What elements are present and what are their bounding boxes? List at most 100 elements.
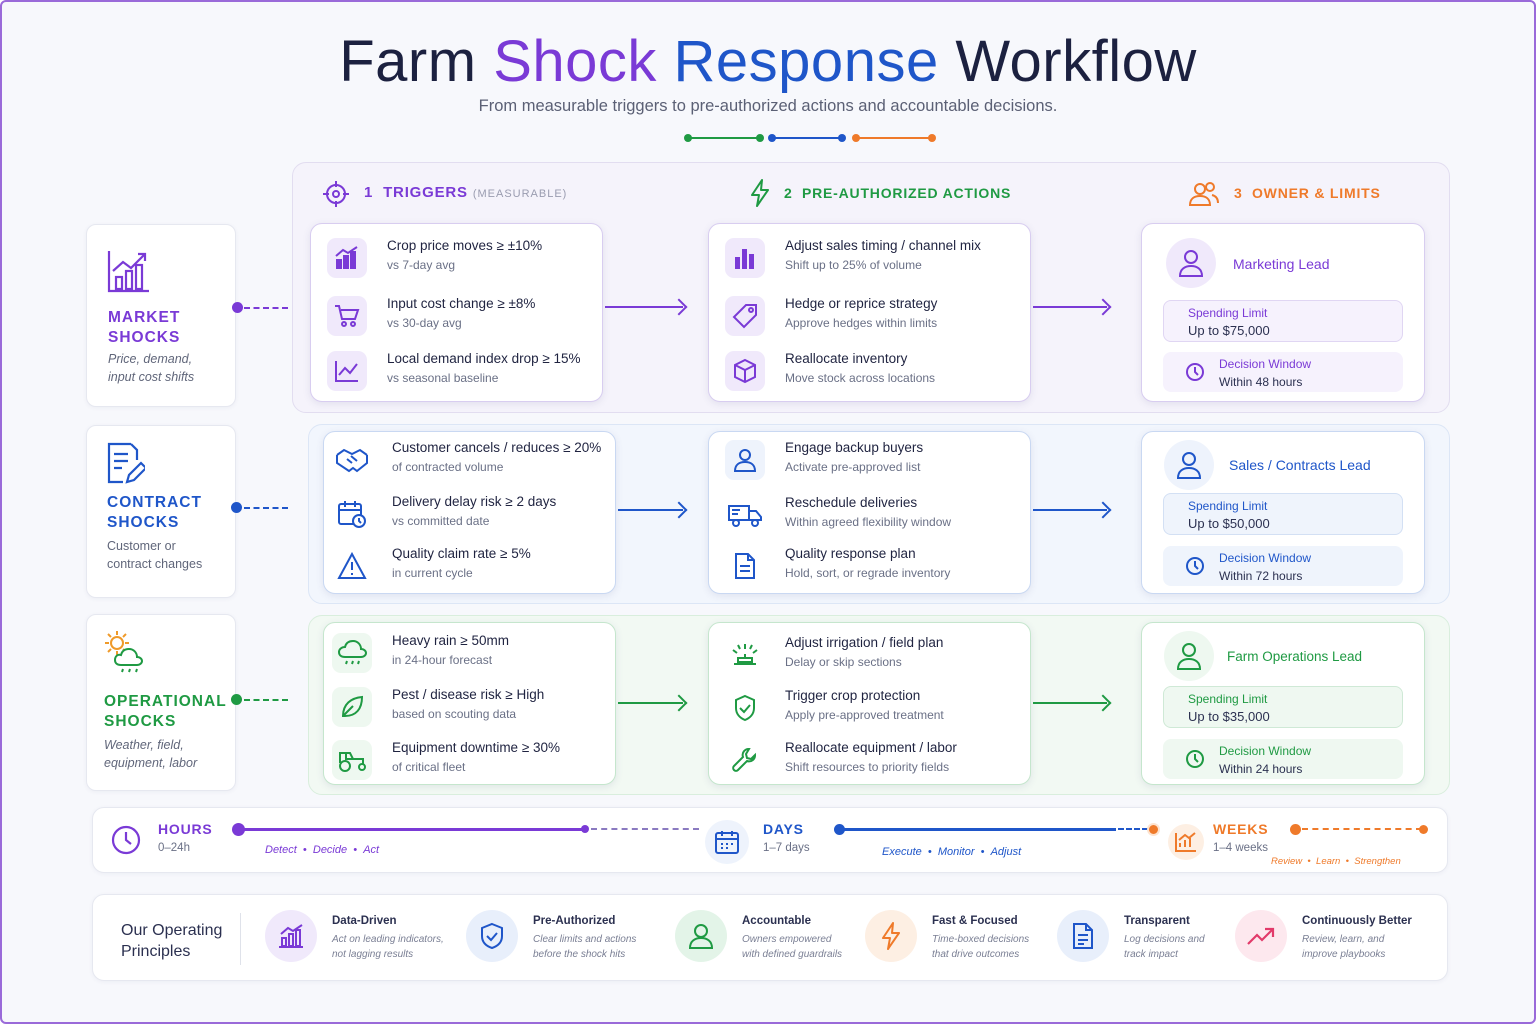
owner-name: Marketing Lead bbox=[1233, 256, 1330, 272]
divider-orange bbox=[852, 134, 936, 142]
hours-steps: Detect • Decide • Act bbox=[265, 844, 380, 856]
trigger-item: Local demand index drop ≥ 15%vs seasonal… bbox=[327, 349, 597, 397]
divider-green bbox=[684, 134, 764, 142]
owner-name: Farm Operations Lead bbox=[1227, 649, 1363, 664]
owners-header: 3 OWNER & LIMITS bbox=[1234, 185, 1381, 201]
trigger-item: Customer cancels / reduces ≥ 20%of contr… bbox=[332, 438, 612, 486]
sprinkler-icon bbox=[725, 635, 765, 675]
clock-icon bbox=[1185, 362, 1205, 387]
calendar-clock-icon bbox=[332, 494, 372, 534]
person-icon bbox=[675, 910, 727, 962]
market-triggers-card: Crop price moves ≥ ±10%vs 7-day avg Inpu… bbox=[310, 223, 603, 402]
trigger-item: Equipment downtime ≥ 30%of critical flee… bbox=[332, 738, 612, 786]
person-icon bbox=[725, 440, 765, 480]
divider-blue bbox=[768, 134, 846, 142]
actions-header: 2 PRE-AUTHORIZED ACTIONS bbox=[784, 185, 1012, 201]
principle-title: Data-Driven bbox=[332, 915, 397, 927]
market-arrow-2 bbox=[1033, 306, 1107, 308]
leaf-icon bbox=[332, 687, 372, 727]
document-edit-icon bbox=[105, 442, 148, 491]
market-connector-dot bbox=[232, 302, 243, 313]
triggers-header: 1 TRIGGERS (MEASURABLE) bbox=[364, 184, 568, 201]
document-icon bbox=[725, 546, 765, 586]
days-start-dot bbox=[834, 824, 845, 835]
days-steps: Execute • Monitor • Adjust bbox=[882, 846, 1022, 858]
trigger-item: Crop price moves ≥ ±10%vs 7-day avg bbox=[327, 236, 597, 284]
contract-triggers-card: Customer cancels / reduces ≥ 20%of contr… bbox=[323, 431, 616, 594]
lightning-icon bbox=[865, 910, 917, 962]
trigger-item: Input cost change ≥ ±8%vs 30-day avg bbox=[327, 294, 597, 342]
clock-icon bbox=[110, 824, 142, 861]
days-track bbox=[844, 828, 1116, 831]
days-dashes bbox=[1118, 828, 1148, 830]
principle-title: Pre-Authorized bbox=[533, 915, 616, 927]
clock-icon bbox=[1185, 556, 1205, 581]
contract-arrow-2 bbox=[1033, 509, 1107, 511]
bar-chart-icon bbox=[265, 910, 317, 962]
operational-connector bbox=[244, 699, 288, 701]
bar-chart-icon bbox=[1168, 824, 1204, 860]
tag-icon bbox=[725, 296, 765, 336]
operational-connector-dot bbox=[231, 694, 242, 705]
operational-arrow-2 bbox=[1033, 702, 1107, 704]
calendar-icon bbox=[705, 820, 749, 864]
weeks-sub: 1–4 weeks bbox=[1213, 842, 1268, 854]
weeks-end-dot bbox=[1419, 825, 1428, 834]
shield-check-icon bbox=[466, 910, 518, 962]
tractor-icon bbox=[332, 740, 372, 780]
hours-dashes bbox=[591, 828, 699, 830]
lightning-icon bbox=[748, 178, 772, 213]
days-label: DAYS bbox=[763, 821, 804, 837]
sun-cloud-icon bbox=[103, 629, 149, 678]
trend-up-icon bbox=[1235, 910, 1287, 962]
crosshair-icon bbox=[321, 179, 351, 214]
hours-start-dot bbox=[232, 823, 245, 836]
hours-track bbox=[244, 828, 582, 831]
people-icon bbox=[1188, 179, 1220, 214]
hours-end-dot bbox=[581, 825, 589, 833]
price-chart-icon bbox=[327, 238, 367, 278]
line-chart-icon bbox=[327, 351, 367, 391]
avatar bbox=[1166, 238, 1216, 288]
principles-divider bbox=[240, 913, 241, 965]
shield-check-icon bbox=[725, 688, 765, 728]
weeks-steps: Review • Learn • Strengthen bbox=[1271, 856, 1401, 867]
page-subtitle: From measurable triggers to pre-authoriz… bbox=[478, 97, 1058, 115]
contract-connector bbox=[244, 507, 288, 509]
rain-cloud-icon bbox=[332, 633, 372, 673]
operational-shocks-desc: Weather, field,equipment, labor bbox=[104, 738, 198, 770]
weeks-dashes bbox=[1302, 828, 1422, 830]
page-title: Farm Shock Response Workflow bbox=[339, 29, 1197, 94]
days-sub: 1–7 days bbox=[763, 842, 810, 854]
market-arrow-1 bbox=[605, 306, 683, 308]
